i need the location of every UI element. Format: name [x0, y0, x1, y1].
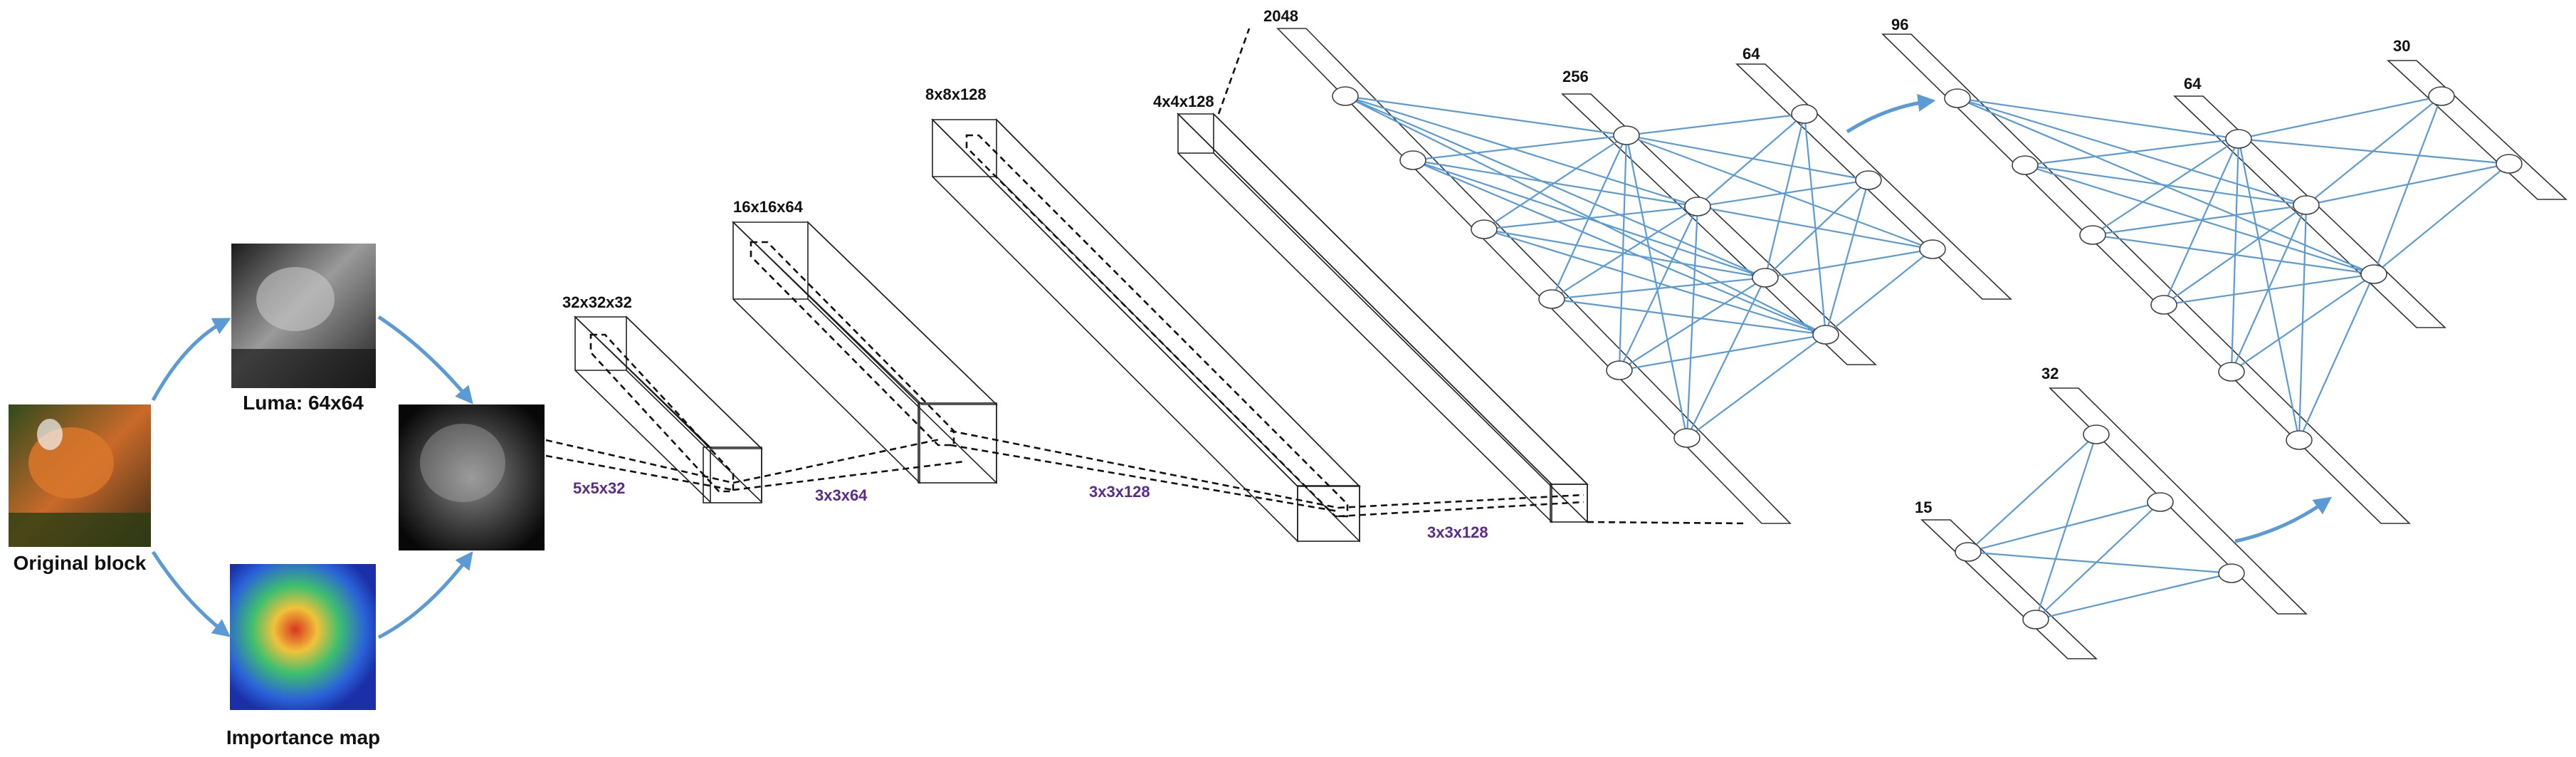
fc-connections-1: [1345, 95, 1933, 439]
kernel-line-1-top: [732, 438, 940, 484]
arrow-fc1-to-fc2: [1846, 93, 1936, 134]
kernel1-label: 5x5x32: [573, 479, 625, 497]
kernel-line-3-top: [1337, 494, 1584, 509]
fc-plane-32: [2049, 387, 2308, 615]
fc-group-3: [1920, 387, 2308, 659]
arrow-importance-to-masked: [377, 551, 473, 639]
fc-plane-256: [1560, 93, 1878, 365]
masked-luma-image: [399, 404, 545, 550]
arrow-original-to-luma: [151, 318, 231, 402]
conv4-block: [1177, 113, 1589, 523]
original-block-image: [9, 404, 151, 547]
fc-connections-3: [1967, 434, 2232, 621]
luma-image: [231, 244, 376, 388]
fc-plane-96: [1881, 33, 2411, 524]
kernel4-label: 3x3x128: [1427, 523, 1488, 541]
fc-64b-label: 64: [2184, 75, 2202, 93]
importance-map-label: Importance map: [226, 726, 380, 748]
fc-connections-2: [1957, 95, 2510, 441]
conv3-dim-label: 8x8x128: [925, 85, 987, 103]
arrow-fc3-to-fc2: [2234, 496, 2333, 543]
fc-15-label: 15: [1915, 498, 1932, 516]
fc-nodes-30: [2428, 86, 2523, 174]
kernel-line-1-bottom: [732, 460, 965, 491]
original-block-label: Original block: [14, 552, 147, 574]
fc-nodes-2048: [1332, 86, 1700, 448]
fc-nodes-96: [1944, 88, 2313, 450]
conv4-dim-label: 4x4x128: [1153, 93, 1214, 110]
fc-32-label: 32: [2041, 365, 2059, 382]
arrow-original-to-importance: [151, 550, 231, 637]
fc-30-label: 30: [2393, 37, 2410, 55]
kernel-line-2-bottom: [950, 444, 1339, 513]
conv1-block: [574, 315, 763, 503]
kernel-line-3-bottom: [1337, 501, 1584, 518]
fc-group-1: [1276, 28, 2012, 524]
fc-nodes-64b: [2225, 129, 2387, 284]
fc-group-2: [1881, 33, 2568, 524]
fc-nodes-64a: [1791, 104, 1946, 259]
luma-label: Luma: 64x64: [243, 392, 364, 414]
conv2-dim-label: 16x16x64: [733, 198, 804, 216]
conv2-block: [732, 221, 998, 484]
importance-map-image: [230, 564, 376, 710]
fc-2048-label: 2048: [1263, 7, 1298, 25]
conv1-dim-label: 32x32x32: [562, 293, 632, 311]
fc-nodes-15: [1955, 542, 2049, 630]
flatten-line-top: [1217, 28, 1251, 115]
arrow-luma-to-masked: [377, 315, 473, 404]
fc-64a-label: 64: [1742, 45, 1760, 63]
conv3-block: [931, 118, 1361, 543]
kernel2-label: 3x3x64: [815, 486, 868, 504]
kernel-line-2-top: [950, 429, 1339, 509]
fc-nodes-32: [2083, 424, 2245, 583]
flatten-line-bottom: [1587, 521, 1748, 525]
fc-96-label: 96: [1891, 16, 1908, 33]
kernel3-label: 3x3x128: [1089, 483, 1150, 501]
fc-nodes-256: [1613, 125, 1839, 345]
fc-plane-30: [2386, 60, 2568, 200]
fc-256-label: 256: [1562, 68, 1589, 85]
